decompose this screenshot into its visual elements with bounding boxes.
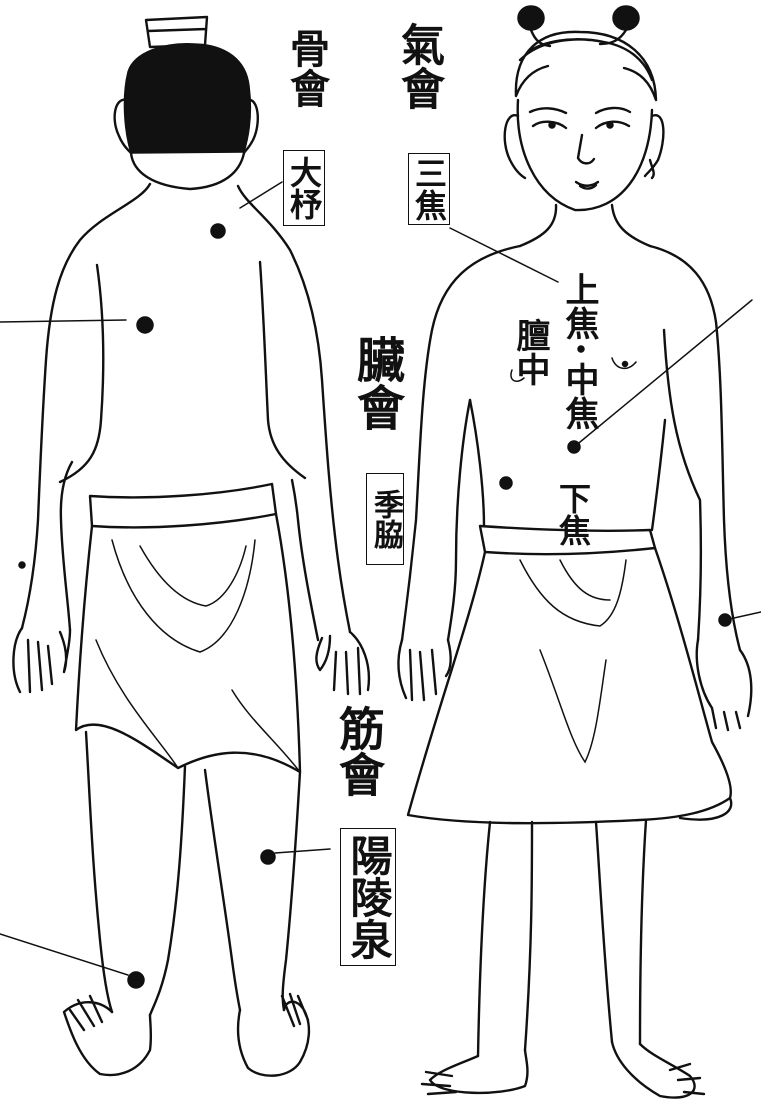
front-mouth — [574, 180, 600, 190]
back-hair — [123, 43, 252, 154]
back-left-leg — [84, 730, 187, 1017]
leader-line-sanjiao — [449, 227, 559, 283]
label-tanzhong: 膻中 — [510, 318, 550, 386]
back-right-inner-arm — [258, 260, 320, 642]
leader-line-dazhu — [239, 181, 283, 209]
acupoint-dot-jixie — [499, 476, 513, 490]
front-neck — [518, 203, 652, 248]
front-right-pupil — [606, 121, 614, 129]
front-face-outline — [516, 98, 654, 212]
back-right-outer-arm — [236, 184, 352, 634]
front-waistband — [478, 524, 657, 556]
front-hair — [514, 28, 658, 102]
label-sanjiao: 三焦 — [410, 157, 448, 221]
front-nose — [576, 133, 596, 165]
label-middle-jiao: 中焦 — [559, 362, 599, 430]
leader-line-ankle — [0, 933, 129, 976]
front-skirt-folds — [519, 559, 627, 764]
back-left-inner-arm — [58, 263, 105, 632]
front-right-ear — [643, 114, 665, 180]
back-left-hand — [12, 626, 72, 694]
label-dazhu-box: 大杼 — [283, 150, 325, 226]
front-left-leg — [476, 820, 534, 1058]
front-figure — [397, 5, 753, 1099]
label-bone-meeting: 骨會 — [283, 28, 330, 108]
front-right-hand — [695, 638, 753, 732]
label-yanglingquan-box: 陽陵泉 — [340, 828, 396, 966]
label-jixie-box: 季脇 — [366, 473, 404, 565]
topknot-cap — [144, 15, 209, 49]
front-left-hair-bun — [517, 5, 545, 31]
back-right-foot — [236, 992, 311, 1077]
back-left-ear — [113, 98, 133, 155]
label-organ-meeting: 臟會 — [348, 335, 404, 431]
front-right-foot — [610, 1040, 706, 1099]
front-skirt-curl — [678, 796, 733, 821]
label-qi-meeting: 氣會 — [393, 22, 444, 110]
front-left-outer-arm — [400, 244, 522, 642]
front-left-foot — [420, 1048, 529, 1096]
front-eyes — [531, 120, 631, 130]
leader-lines — [0, 181, 761, 976]
leader-line-middle-jiao — [573, 299, 753, 448]
back-waistband — [88, 482, 278, 529]
acupoint-dot-back-arm — [18, 561, 26, 569]
front-nipple — [621, 360, 629, 368]
back-right-hand — [315, 630, 371, 696]
label-dazhu: 大杼 — [285, 156, 323, 220]
front-right-inner-arm — [662, 328, 703, 642]
acupoint-dot-dazhu — [210, 223, 226, 239]
acupoint-dot-back-chest — [136, 316, 154, 334]
label-upper-jiao: 上焦 — [559, 272, 599, 340]
front-chest-marks — [510, 357, 637, 382]
back-right-ear — [242, 98, 259, 155]
label-lower-jiao: 下焦 — [554, 482, 592, 546]
front-left-inner-arm — [446, 398, 472, 642]
label-jixie: 季脇 — [368, 489, 403, 549]
front-right-hair-bun — [612, 5, 640, 31]
front-left-hand — [397, 638, 452, 702]
back-right-leg — [203, 768, 302, 1012]
front-torso-sides — [468, 398, 667, 532]
front-skirt — [406, 546, 732, 825]
front-left-pupil — [548, 121, 556, 129]
leader-line-back-chest — [0, 319, 127, 323]
back-head-outline — [129, 151, 246, 191]
front-right-leg — [594, 818, 648, 1046]
back-left-foot — [62, 994, 153, 1077]
acupoint-dot-upper-jiao — [577, 345, 585, 353]
back-left-outer-arm — [20, 182, 152, 630]
back-skirt-folds — [95, 539, 301, 773]
leader-line-yanglingquan — [274, 848, 331, 854]
acupoint-dot-middle-jiao — [567, 440, 581, 454]
front-right-outer-arm — [648, 244, 742, 652]
label-sinew-meeting: 筋會 — [332, 705, 386, 797]
acupoint-dot-wrist — [718, 613, 732, 627]
back-figure — [12, 15, 371, 1077]
acupoint-dot-yanglingquan — [260, 849, 276, 865]
acupoint-dots — [18, 223, 732, 989]
acupoint-dot-ankle — [127, 971, 145, 989]
label-yanglingquan: 陽陵泉 — [344, 834, 393, 960]
front-eyebrows — [528, 106, 632, 115]
label-sanjiao-box: 三焦 — [408, 153, 450, 225]
front-left-ear — [503, 114, 527, 180]
